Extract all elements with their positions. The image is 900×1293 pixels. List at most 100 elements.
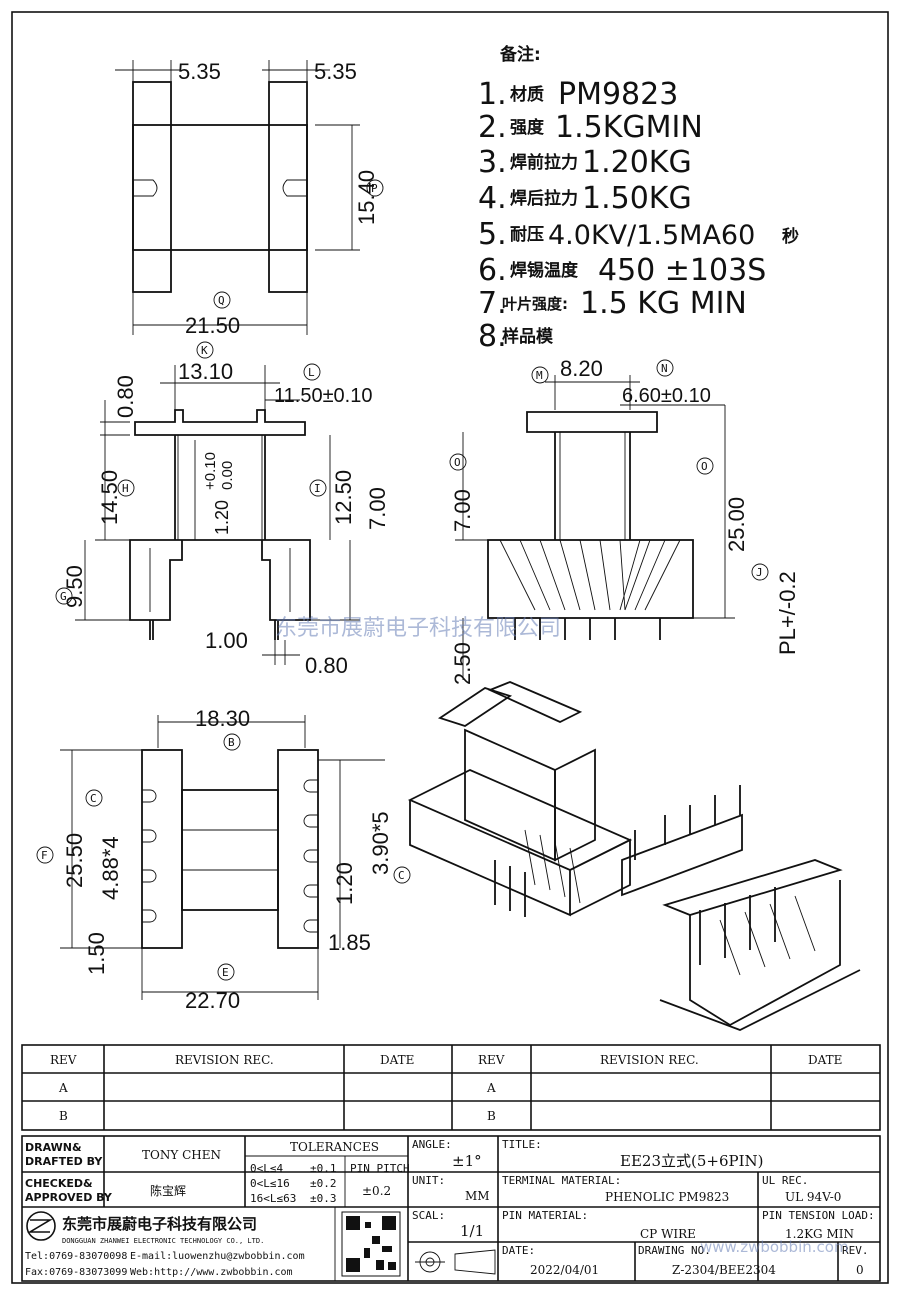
dim-front-12-50: 12.50	[331, 470, 356, 525]
svg-text:7.: 7.	[478, 286, 507, 321]
dim-top-15-40: 15.40	[354, 170, 379, 225]
svg-text:8.: 8.	[478, 319, 507, 354]
unit-value: MM	[465, 1189, 490, 1203]
svg-text:F: F	[41, 849, 48, 862]
marker-labels: P Q K L H I G M N O O J B C F C E	[36, 179, 769, 981]
company-email: E-mail:luowenzhu@zwbobbin.com	[130, 1251, 305, 1262]
dim-bottom-18-30: 18.30	[195, 706, 250, 731]
marker-O1: O	[449, 453, 467, 471]
drawing-value: Z-2304/BEE2304	[672, 1263, 776, 1277]
isometric-view-bottom	[621, 785, 861, 1031]
note-item-5: 5. 耐压 4.0KV/1.5MA60 秒	[478, 217, 799, 252]
tol-value-3: ±0.3	[310, 1192, 337, 1205]
revision-table: REV REVISION REC. DATE REV REVISION REC.…	[21, 1044, 881, 1131]
drawn-label-2: DRAFTED BY	[25, 1155, 103, 1168]
svg-text:B: B	[228, 736, 235, 749]
marker-K: K	[196, 341, 214, 359]
svg-text:O: O	[701, 460, 708, 473]
rev-header-rec-2: REVISION REC.	[600, 1053, 699, 1067]
tol-range-1: 0<L≤4	[250, 1162, 283, 1175]
marker-F: F	[36, 846, 54, 864]
dim-front-tol-minus: 0.00	[219, 461, 236, 490]
scale-label: SCAL:	[412, 1209, 445, 1222]
svg-text:P: P	[371, 182, 378, 195]
svg-text:J: J	[756, 566, 763, 579]
svg-text:焊前拉力: 焊前拉力	[510, 152, 578, 173]
svg-text:K: K	[201, 344, 208, 357]
tol-value-1: ±0.1	[310, 1162, 337, 1175]
dim-front-7-00: 7.00	[365, 487, 390, 530]
rev-row-b-1: B	[59, 1109, 68, 1123]
front-view	[75, 365, 360, 665]
svg-text:C: C	[398, 869, 405, 882]
checked-value: 陈宝辉	[150, 1183, 186, 1198]
svg-text:4.: 4.	[478, 181, 507, 216]
svg-text:1.50KG: 1.50KG	[582, 181, 692, 216]
company-name-cn: 东莞市展蔚电子科技有限公司	[62, 1215, 257, 1233]
checked-label-1: CHECKED&	[25, 1177, 93, 1190]
rev-row-a-2: A	[486, 1081, 496, 1095]
dim-bottom-1-20: 1.20	[332, 862, 357, 905]
dim-side-pl: PL+/-0.2	[775, 571, 800, 655]
svg-text:450 ±103S: 450 ±103S	[598, 253, 766, 288]
drawn-label-1: DRAWN&	[25, 1141, 82, 1154]
title-block: DRAWN& DRAFTED BY TONY CHEN CHECKED& APP…	[21, 1135, 881, 1282]
svg-text:5.: 5.	[478, 217, 507, 252]
marker-G: G	[55, 587, 73, 605]
note-item-7: 7. 叶片强度: 1.5 KG MIN	[478, 286, 747, 321]
svg-text:PM9823: PM9823	[558, 77, 678, 112]
company-web: Web:http://www.zwbobbin.com	[130, 1267, 293, 1278]
rev-header-rev-1: REV	[50, 1053, 77, 1067]
rev-value: 0	[856, 1263, 864, 1277]
marker-N: N	[656, 359, 674, 377]
note-item-2: 2. 强度 1.5KGMIN	[478, 110, 703, 145]
rev-header-date-2: DATE	[808, 1053, 842, 1067]
company-name-en: DONGGUAN ZHANWEI ELECTRONIC TECHNOLOGY C…	[62, 1237, 264, 1245]
svg-text:M: M	[536, 369, 543, 382]
svg-text:O: O	[454, 456, 461, 469]
marker-L: L	[303, 363, 321, 381]
dim-front-13-10: 13.10	[178, 359, 233, 384]
svg-text:样品模: 样品模	[502, 326, 554, 347]
tension-value: 1.2KG MIN	[785, 1227, 854, 1241]
svg-text:耐压: 耐压	[510, 224, 544, 245]
svg-text:C: C	[90, 792, 97, 805]
svg-text:焊锡温度: 焊锡温度	[510, 260, 579, 281]
company-watermark: 东莞市展蔚电子科技有限公司	[275, 616, 561, 641]
marker-O2: O	[696, 457, 714, 475]
marker-B: B	[223, 733, 241, 751]
svg-text:L: L	[308, 366, 315, 379]
notes-block: 备注: 1. 材质 PM9823 2. 强度 1.5KGMIN 3. 焊前拉力 …	[478, 44, 799, 354]
svg-text:I: I	[314, 482, 321, 495]
rev-row-a-1: A	[58, 1081, 68, 1095]
dim-bottom-25-50: 25.50	[62, 833, 87, 888]
dim-side-25-00: 25.00	[724, 497, 749, 552]
svg-text:Q: Q	[218, 294, 225, 307]
dim-bottom-3-90: 3.90*5	[368, 811, 393, 875]
note-item-4: 4. 焊后拉力 1.50KG	[478, 181, 692, 216]
dim-side-7-00: 7.00	[450, 489, 475, 532]
dim-bottom-1-50: 1.50	[84, 932, 109, 975]
dim-front-9-50: 9.50	[62, 565, 87, 608]
svg-text:N: N	[661, 362, 668, 375]
dim-bottom-4-88: 4.88*4	[98, 836, 123, 900]
svg-text:1.5 KG MIN: 1.5 KG MIN	[580, 286, 747, 321]
scale-value: 1/1	[460, 1222, 484, 1240]
title-label: TITLE:	[502, 1138, 542, 1151]
title-value: EE23立式(5+6PIN)	[620, 1152, 764, 1170]
tol-value-2: ±0.2	[310, 1177, 337, 1190]
note-item-3: 3. 焊前拉力 1.20KG	[478, 145, 692, 180]
rev-header-rec-1: REVISION REC.	[175, 1053, 274, 1067]
tension-label: PIN TENSION LOAD:	[762, 1209, 875, 1222]
company-logo	[26, 1211, 56, 1241]
note-item-1: 1. 材质 PM9823	[478, 77, 678, 112]
dim-side-8-20: 8.20	[560, 356, 603, 381]
svg-text:4.0KV/1.5MA60: 4.0KV/1.5MA60	[548, 220, 755, 251]
pin-material-value: CP WIRE	[640, 1227, 696, 1241]
svg-text:1.20KG: 1.20KG	[582, 145, 692, 180]
svg-text:叶片强度:: 叶片强度:	[502, 295, 568, 313]
dim-front-1-20: 1.20	[212, 500, 232, 535]
marker-E: E	[217, 963, 235, 981]
dim-side-2-50: 2.50	[450, 642, 475, 685]
